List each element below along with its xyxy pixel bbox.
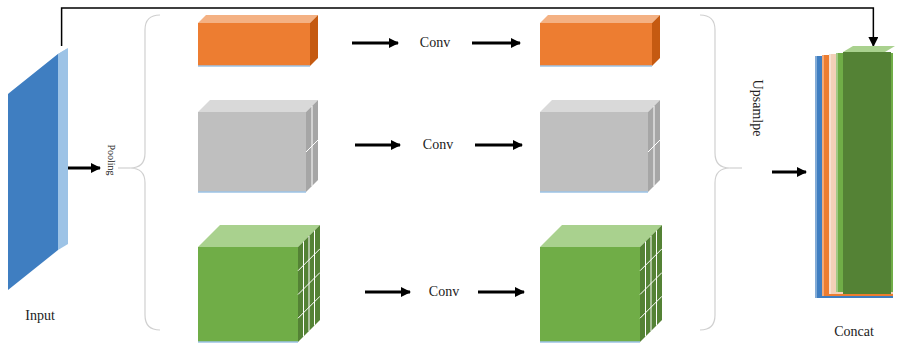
right-bracket [700, 15, 730, 330]
feature-block [540, 15, 660, 66]
block-top [540, 100, 660, 112]
block-edge [198, 65, 310, 67]
grid-line [298, 296, 320, 318]
feature-block [198, 225, 320, 342]
block-top [540, 15, 660, 23]
arrow [472, 42, 520, 45]
block-front [198, 23, 310, 66]
concat-feature-map: Concat [810, 44, 898, 340]
block-edge [540, 191, 648, 193]
slab-top [843, 46, 895, 52]
feature-block [198, 15, 318, 66]
feature-block [540, 225, 662, 342]
operation-label: Upsamlpe [749, 80, 765, 137]
block-side [310, 15, 318, 66]
block-top [198, 100, 318, 112]
operation-label: Conv [420, 35, 450, 51]
input-feature-map: Input [4, 44, 76, 324]
grid-line [654, 106, 655, 186]
slab-drawing [4, 44, 76, 324]
feature-block [540, 100, 660, 192]
left-bracket [130, 15, 160, 330]
tick-line [118, 167, 130, 168]
block-top [198, 15, 318, 23]
slab-edge [836, 53, 838, 292]
block-front [198, 247, 298, 342]
block-front [540, 247, 640, 342]
grid-line [651, 236, 652, 331]
node-label: Concat [810, 324, 898, 340]
arrow [365, 291, 410, 294]
feature-block [198, 100, 318, 192]
block-edge [540, 65, 652, 67]
tick-line [730, 167, 742, 168]
operation-label: Conv [429, 284, 459, 300]
slab-edge [822, 55, 824, 296]
operation-label: Conv [423, 137, 453, 153]
block-edge [198, 191, 306, 193]
arrow [475, 144, 522, 147]
block-side [652, 15, 660, 66]
slab-front [8, 54, 58, 290]
block-front [540, 112, 648, 192]
block-side [640, 225, 662, 342]
grid-line [640, 296, 662, 318]
slab-edge [815, 56, 817, 298]
node-label: Input [4, 308, 76, 324]
slab-drawing [810, 44, 898, 340]
slab-front [843, 52, 891, 294]
arrow [478, 291, 524, 294]
grid-line [314, 231, 315, 326]
skip-connection [62, 8, 874, 46]
arrow [355, 144, 400, 147]
grid-line [309, 236, 310, 331]
slab-side [58, 48, 68, 250]
block-side [306, 100, 318, 192]
operation-label: Pooling [106, 144, 117, 175]
grid-line [312, 106, 313, 186]
grid-line [656, 231, 657, 326]
arrow [68, 167, 100, 170]
block-side [648, 100, 660, 192]
block-side [298, 225, 320, 342]
block-front [540, 23, 652, 66]
slab-edge [829, 54, 831, 294]
block-edge [198, 341, 298, 343]
block-front [198, 112, 306, 192]
arrow [352, 42, 398, 45]
arrow [772, 171, 806, 174]
block-edge [540, 341, 640, 343]
